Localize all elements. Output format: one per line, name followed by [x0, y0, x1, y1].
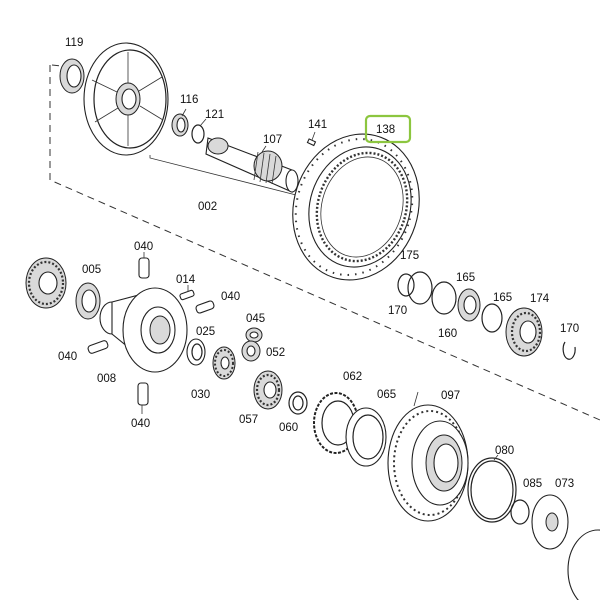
part-008-carrier[interactable] [99, 287, 188, 373]
part-160-bearing[interactable] [457, 288, 481, 322]
label-170-a: 170 [388, 305, 407, 317]
label-170-b: 170 [560, 323, 579, 335]
part-060-ring[interactable] [288, 391, 308, 415]
label-174: 174 [530, 293, 550, 305]
part-138-ring-gear[interactable] [274, 117, 438, 296]
part-085-ring[interactable] [510, 499, 530, 525]
part-097-housing[interactable] [387, 404, 469, 522]
bracket-002 [149, 155, 301, 197]
part-170-ring-b[interactable] [562, 341, 576, 360]
part-121-ring[interactable] [191, 124, 205, 144]
label-138: 138 [376, 124, 395, 136]
part-116-ring[interactable] [171, 113, 189, 137]
part-gear-left[interactable] [25, 257, 67, 309]
label-080: 080 [495, 445, 514, 457]
label-008: 008 [97, 373, 116, 385]
part-052-gear[interactable] [241, 340, 261, 362]
part-005-bearing[interactable] [75, 282, 101, 320]
part-165-ring-b[interactable] [481, 303, 503, 333]
label-045: 045 [246, 313, 265, 325]
label-160: 160 [438, 328, 457, 340]
label-119: 119 [65, 37, 83, 49]
part-057-gear[interactable] [253, 370, 283, 410]
part-107-shaft[interactable] [205, 137, 299, 193]
part-045-gear[interactable] [245, 327, 263, 343]
highlight-box-138 [364, 114, 412, 144]
label-116: 116 [180, 94, 198, 106]
part-170-ring[interactable] [407, 271, 433, 305]
part-141-pin[interactable] [306, 138, 317, 147]
part-175-ring[interactable] [397, 273, 415, 297]
part-labels: 119 116 121 107 141 138 002 040 005 014 … [58, 37, 579, 490]
label-002: 002 [198, 201, 217, 213]
leader-lines [141, 108, 499, 461]
part-040-pin-c[interactable] [87, 340, 109, 354]
label-060: 060 [279, 422, 298, 434]
label-175: 175 [400, 250, 419, 262]
part-119-seal[interactable] [59, 58, 85, 94]
label-121: 121 [205, 109, 224, 121]
label-052: 052 [266, 347, 285, 359]
label-107: 107 [263, 134, 282, 146]
part-174-gear[interactable] [505, 307, 543, 357]
assembly-dashed-outline [49, 64, 600, 421]
part-014-pin[interactable] [179, 289, 195, 301]
part-065-disc[interactable] [345, 407, 387, 467]
label-025: 025 [196, 326, 215, 338]
label-005: 005 [82, 264, 101, 276]
label-085: 085 [523, 478, 542, 490]
label-014: 014 [176, 274, 196, 286]
label-030: 030 [191, 389, 210, 401]
label-040-c: 040 [58, 351, 77, 363]
part-025-washer[interactable] [186, 338, 206, 366]
label-165-b: 165 [493, 292, 512, 304]
label-141: 141 [308, 119, 327, 131]
part-040-pin-a[interactable] [138, 257, 150, 279]
part-080-ring[interactable] [467, 457, 517, 523]
label-073: 073 [555, 478, 574, 490]
part-040-pin-d[interactable] [137, 382, 149, 406]
part-hub-flange[interactable] [83, 42, 169, 156]
part-030-gear[interactable] [212, 346, 236, 380]
label-040-d: 040 [131, 418, 150, 430]
part-165-ring-a[interactable] [431, 281, 457, 315]
label-057: 057 [239, 414, 258, 426]
label-097: 097 [441, 390, 460, 402]
label-062: 062 [343, 371, 362, 383]
label-040-b: 040 [221, 291, 240, 303]
part-073-disc[interactable] [531, 494, 569, 550]
label-165-a: 165 [456, 272, 475, 284]
part-plate-partial[interactable] [567, 529, 600, 600]
label-065: 065 [377, 389, 396, 401]
label-040-a: 040 [134, 241, 153, 253]
part-040-pin-b[interactable] [195, 300, 215, 314]
